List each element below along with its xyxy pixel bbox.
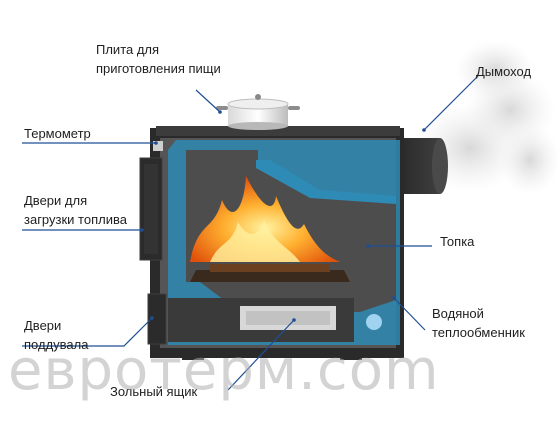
label-stove-top-line2: приготовления пищи bbox=[96, 61, 221, 76]
fire bbox=[190, 176, 350, 282]
pointer-exchanger bbox=[393, 297, 426, 331]
pointer-dots bbox=[140, 110, 426, 322]
pointer-stove-top bbox=[195, 89, 221, 113]
label-chimney: Дымоход bbox=[476, 64, 532, 79]
cooking-pot bbox=[216, 94, 300, 130]
pointer-ash-door bbox=[22, 317, 153, 347]
label-water-exchanger-line1: Водяной bbox=[432, 306, 484, 321]
label-fuel-door-line1: Двери для bbox=[24, 193, 88, 208]
label-fuel-door: Двери для загрузки топлива bbox=[24, 191, 127, 229]
label-ash-door: Двери поддувала bbox=[24, 316, 88, 354]
pointer-lines bbox=[22, 75, 479, 391]
label-fuel-door-line2: загрузки топлива bbox=[24, 212, 127, 227]
pointer-ash-box bbox=[227, 319, 295, 391]
label-thermometer: Термометр bbox=[24, 126, 91, 141]
ash-door bbox=[147, 293, 167, 345]
pointer-chimney bbox=[423, 75, 479, 131]
label-ash-door-line1: Двери bbox=[24, 318, 62, 333]
fuel-door bbox=[139, 157, 163, 261]
chimney-pipe bbox=[400, 138, 448, 194]
label-water-exchanger: Водяной теплообменник bbox=[432, 304, 525, 342]
label-water-exchanger-line2: теплообменник bbox=[432, 325, 525, 340]
boiler-legs bbox=[182, 350, 362, 360]
ash-compartment bbox=[168, 298, 354, 342]
watermark: евротерм.com bbox=[8, 338, 440, 403]
label-firebox: Топка bbox=[440, 234, 475, 249]
exchanger-port bbox=[366, 314, 382, 330]
label-ash-door-line2: поддувала bbox=[24, 337, 89, 352]
label-stove-top-line1: Плита для bbox=[96, 42, 160, 57]
label-stove-top: Плита для приготовления пищи bbox=[96, 40, 221, 78]
label-ash-box: Зольный ящик bbox=[110, 384, 198, 399]
thermometer-gauge bbox=[153, 141, 163, 151]
